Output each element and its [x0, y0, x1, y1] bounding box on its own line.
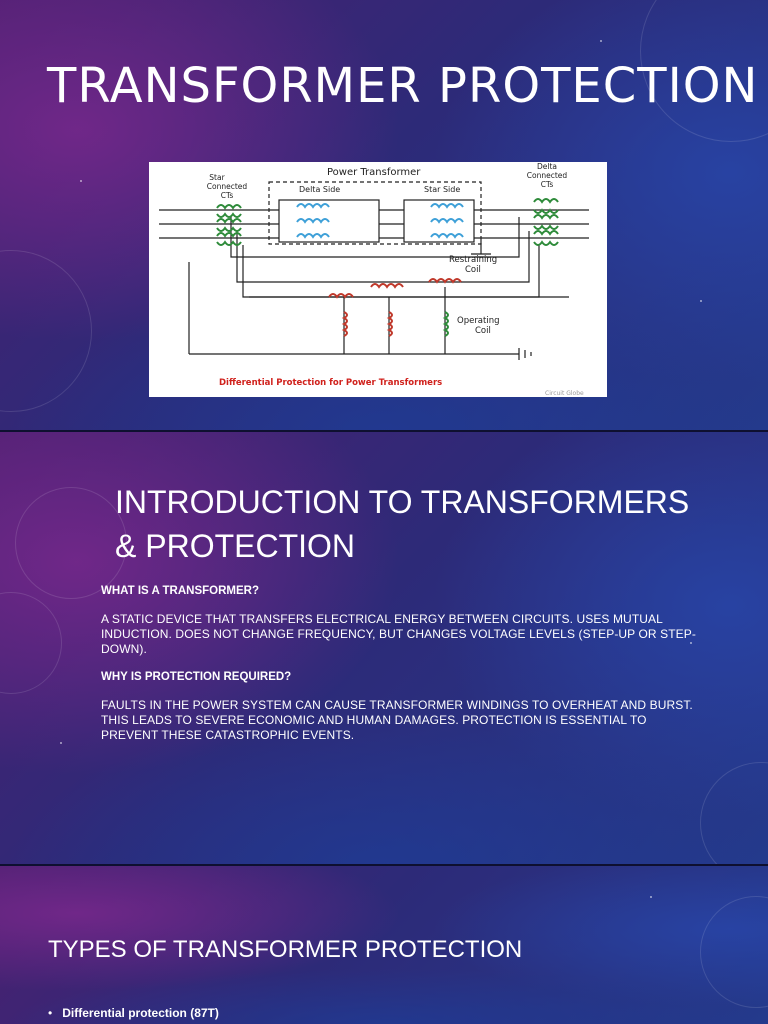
slide-3: TYPES OF TRANSFORMER PROTECTION • Differe…: [0, 866, 768, 1024]
label-restraining-2: Coil: [465, 265, 481, 275]
diagram-watermark: Circuit Globe: [545, 390, 584, 397]
list-item: • Differential protection (87T): [48, 1006, 219, 1020]
slide-title: TYPES OF TRANSFORMER PROTECTION: [48, 936, 523, 963]
star-dot: [60, 742, 62, 744]
label-delta-ct-1: Delta: [537, 162, 557, 171]
bullet-list: • Differential protection (87T): [48, 1006, 219, 1020]
question-heading: WHAT IS A TRANSFORMER?: [101, 585, 260, 597]
star-dot: [80, 180, 82, 182]
diagram-caption: Differential Protection for Power Transf…: [219, 378, 442, 388]
slide-body: WHAT IS A TRANSFORMER? A STATIC DEVICE T…: [101, 584, 701, 756]
answer-text: A STATIC DEVICE THAT TRANSFERS ELECTRICA…: [101, 612, 696, 656]
slide-divider: [0, 430, 768, 432]
slide-1: TRANSFORMER PROTECTION: [0, 0, 768, 432]
label-star-ct-1: Star: [209, 173, 225, 182]
star-dot: [600, 40, 602, 42]
question-heading: WHY IS PROTECTION REQUIRED?: [101, 671, 292, 683]
label-restraining-1: Restraining: [449, 255, 497, 265]
label-star-side: Star Side: [424, 185, 460, 194]
label-star-ct-3: CTs: [221, 191, 234, 200]
list-item-text: Differential protection (87T): [62, 1006, 219, 1020]
slide-divider: [0, 864, 768, 866]
label-delta-ct-3: CTs: [541, 180, 554, 189]
bullet-icon: •: [48, 1006, 53, 1020]
label-star-ct-2: Connected: [207, 182, 248, 191]
label-power-transformer: Power Transformer: [327, 167, 421, 178]
circuit-diagram-svg: Power Transformer Star Connected CTs Del…: [159, 162, 589, 397]
label-operating-1: Operating: [457, 316, 500, 326]
slide-title: TRANSFORMER PROTECTION: [47, 58, 759, 114]
slide-title: INTRODUCTION TO TRANSFORMERS & PROTECTIO…: [115, 484, 690, 564]
label-delta-side: Delta Side: [299, 185, 340, 194]
slide-2: INTRODUCTION TO TRANSFORMERS & PROTECTIO…: [0, 432, 768, 866]
answer-text: FAULTS IN THE POWER SYSTEM CAN CAUSE TRA…: [101, 698, 693, 742]
label-operating-2: Coil: [475, 326, 491, 336]
slide-background: [0, 866, 768, 1024]
star-dot: [690, 642, 692, 644]
decorative-ring: [15, 487, 127, 599]
label-delta-ct-2: Connected: [527, 171, 568, 180]
differential-protection-diagram: Power Transformer Star Connected CTs Del…: [149, 162, 607, 397]
star-dot: [700, 300, 702, 302]
star-dot: [650, 896, 652, 898]
slide-background: [0, 432, 768, 866]
